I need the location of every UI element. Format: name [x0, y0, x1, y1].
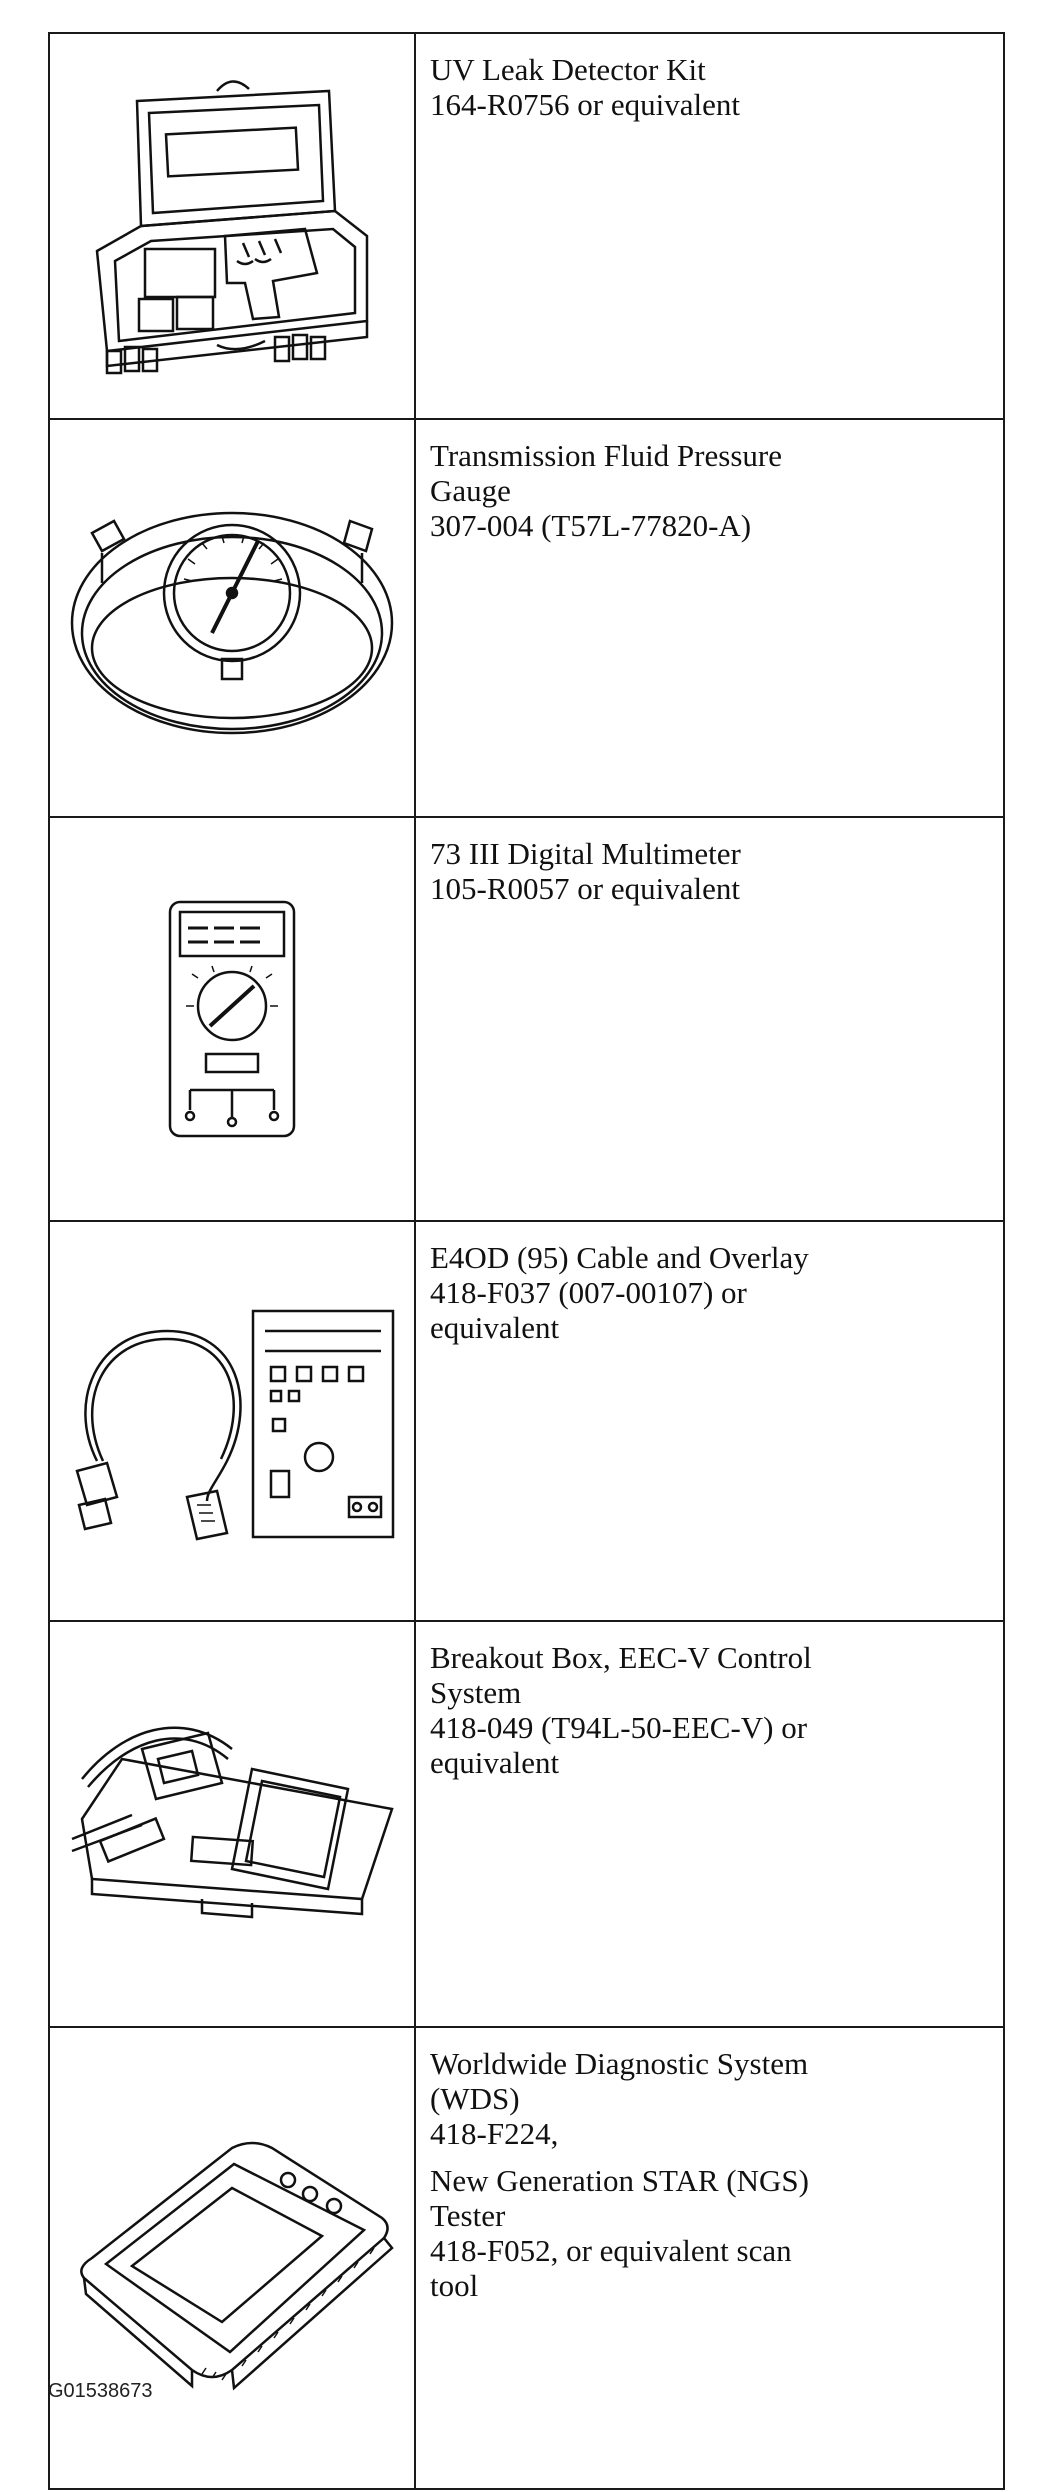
tool-part-number: 105-R0057 or equivalent [430, 871, 740, 906]
tool-description-cell: Transmission Fluid Pressure Gauge 307-00… [414, 418, 1005, 818]
tool-description-cell: UV Leak Detector Kit 164-R0756 or equiva… [414, 32, 1005, 420]
cable-overlay-icon [57, 1291, 407, 1551]
table-row: Breakout Box, EEC-V Control System 418-0… [48, 1620, 1005, 2028]
tool-part-number-continued: equivalent [430, 1310, 560, 1345]
table-row: UV Leak Detector Kit 164-R0756 or equiva… [48, 32, 1005, 420]
tool-illustration-cell [48, 32, 416, 420]
tool-illustration-cell [48, 1220, 416, 1622]
tool-description-cell: E4OD (95) Cable and Overlay 418-F037 (00… [414, 1220, 1005, 1622]
tool-name-continued: (WDS) [430, 2081, 520, 2116]
tool-name-continued: System [430, 1675, 522, 1710]
tool-illustration-cell [48, 418, 416, 818]
tool-part-number: 418-049 (T94L-50-EEC-V) or [430, 1710, 808, 1745]
table-row: E4OD (95) Cable and Overlay 418-F037 (00… [48, 1220, 1005, 1622]
tool-name-continued: Gauge [430, 473, 511, 508]
digital-multimeter-icon [162, 894, 302, 1144]
alternate-tool-part-number-continued: tool [430, 2268, 479, 2303]
table-row: Transmission Fluid Pressure Gauge 307-00… [48, 418, 1005, 818]
tool-name: 73 III Digital Multimeter [430, 836, 741, 871]
tool-part-number: 307-004 (T57L-77820-A) [430, 508, 752, 543]
special-tools-table: UV Leak Detector Kit 164-R0756 or equiva… [48, 32, 1005, 2490]
pressure-gauge-icon [62, 473, 402, 763]
tool-name: UV Leak Detector Kit [430, 52, 706, 87]
tool-part-number: 164-R0756 or equivalent [430, 87, 740, 122]
table-row: 73 III Digital Multimeter 105-R0057 or e… [48, 816, 1005, 1222]
tool-description-cell: 73 III Digital Multimeter 105-R0057 or e… [414, 816, 1005, 1222]
diagnostic-scan-tool-icon [62, 2108, 402, 2408]
tool-illustration-cell [48, 1620, 416, 2028]
alternate-tool-name-continued: Tester [430, 2198, 506, 2233]
tool-name: Breakout Box, EEC-V Control [430, 1640, 812, 1675]
alternate-tool-name: New Generation STAR (NGS) [430, 2163, 809, 2198]
tool-name: E4OD (95) Cable and Overlay [430, 1240, 809, 1275]
tool-part-number-continued: equivalent [430, 1745, 560, 1780]
breakout-box-icon [62, 1689, 402, 1959]
tool-name: Transmission Fluid Pressure [430, 438, 782, 473]
tool-name: Worldwide Diagnostic System [430, 2046, 809, 2081]
tool-description-cell: Breakout Box, EEC-V Control System 418-0… [414, 1620, 1005, 2028]
uv-leak-detector-kit-icon [67, 61, 397, 391]
figure-id: G01538673 [48, 2380, 153, 2402]
tool-description-cell: Worldwide Diagnostic System (WDS) 418-F2… [414, 2026, 1005, 2490]
table-row: Worldwide Diagnostic System (WDS) 418-F2… [48, 2026, 1005, 2490]
tool-part-number: 418-F224, [430, 2116, 559, 2151]
tool-part-number: 418-F037 (007-00107) or [430, 1275, 747, 1310]
alternate-tool-part-number: 418-F052, or equivalent scan [430, 2233, 792, 2268]
tool-illustration-cell [48, 816, 416, 1222]
tool-illustration-cell [48, 2026, 416, 2490]
